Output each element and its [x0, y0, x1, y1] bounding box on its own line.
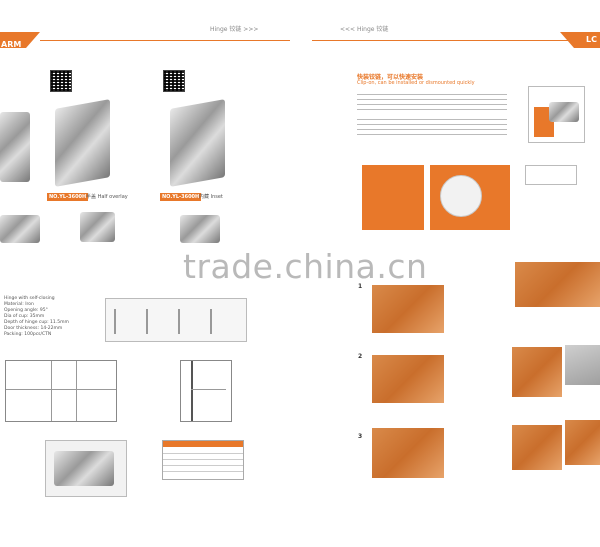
remove-step-photo — [512, 347, 562, 397]
hinge-detail-image — [180, 215, 220, 243]
spec-line: Hinge with self-closing — [4, 296, 55, 301]
remove-step-photo — [512, 425, 562, 470]
hinge-detail-image — [80, 212, 115, 242]
technical-drawing — [5, 360, 117, 422]
left-page-header: Hinge 铰链 >>> — [210, 26, 259, 33]
section-title-en: Clip-on, can be installed or dismounted … — [357, 80, 475, 86]
right-page-header: <<< Hinge 铰链 — [340, 26, 389, 33]
section-title-cn: 快装铰链，可以快速安装 — [357, 74, 424, 81]
remove-step-photo — [565, 420, 600, 465]
step-number: 2 — [358, 353, 363, 360]
left-banner-rule — [40, 40, 290, 41]
side-profile-drawing — [525, 165, 577, 185]
spec-line: Material: Iron — [4, 302, 34, 307]
door-panel-drawing — [362, 165, 424, 230]
brand-logo: LC — [586, 35, 597, 44]
right-section-banner: LC — [560, 32, 600, 48]
paragraph-block — [357, 115, 507, 135]
spec-line: Depth of hinge cup: 11.5mm — [4, 320, 69, 325]
remove-step-photo — [515, 262, 600, 307]
spec-line: Opening angle: 95° — [4, 308, 48, 313]
cup-drilling-drawing — [430, 165, 510, 230]
step-number: 1 — [358, 283, 363, 290]
install-step-photo — [372, 355, 444, 403]
product-desc: 半盖 Half overlay — [86, 194, 128, 200]
dimension-table — [162, 440, 244, 480]
spec-line: Dia of cup: 35mm — [4, 314, 45, 319]
product-code-badge: NO.YL-3600H — [160, 193, 202, 201]
hinge-product-image — [0, 112, 30, 182]
left-section-banner: ARM — [0, 32, 40, 49]
hinge-detail-image — [0, 215, 40, 243]
qr-code-icon — [163, 70, 185, 92]
hinge-top-view-drawing — [45, 440, 127, 497]
watermark-text: trade.china.cn — [183, 247, 428, 286]
install-step-photo — [372, 285, 444, 333]
spec-line: Door thickness: 14-22mm — [4, 326, 63, 331]
product-desc: 内藏 Inset — [199, 194, 223, 200]
product-code-badge: NO.YL-3600H — [47, 193, 89, 201]
mounting-plate-diagram — [105, 298, 247, 342]
right-banner-rule — [312, 40, 574, 41]
hinge-product-image — [55, 99, 110, 187]
step-number: 3 — [358, 433, 363, 440]
technical-drawing — [180, 360, 232, 422]
left-banner-label: ARM — [1, 40, 22, 49]
qr-code-icon — [50, 70, 72, 92]
hinge-product-image — [170, 99, 225, 187]
paragraph-block — [357, 90, 507, 110]
install-step-photo — [372, 428, 444, 478]
clip-detail-photo — [528, 86, 585, 143]
spec-line: Packing: 100pcs/CTN — [4, 332, 52, 337]
remove-step-photo — [565, 345, 600, 385]
